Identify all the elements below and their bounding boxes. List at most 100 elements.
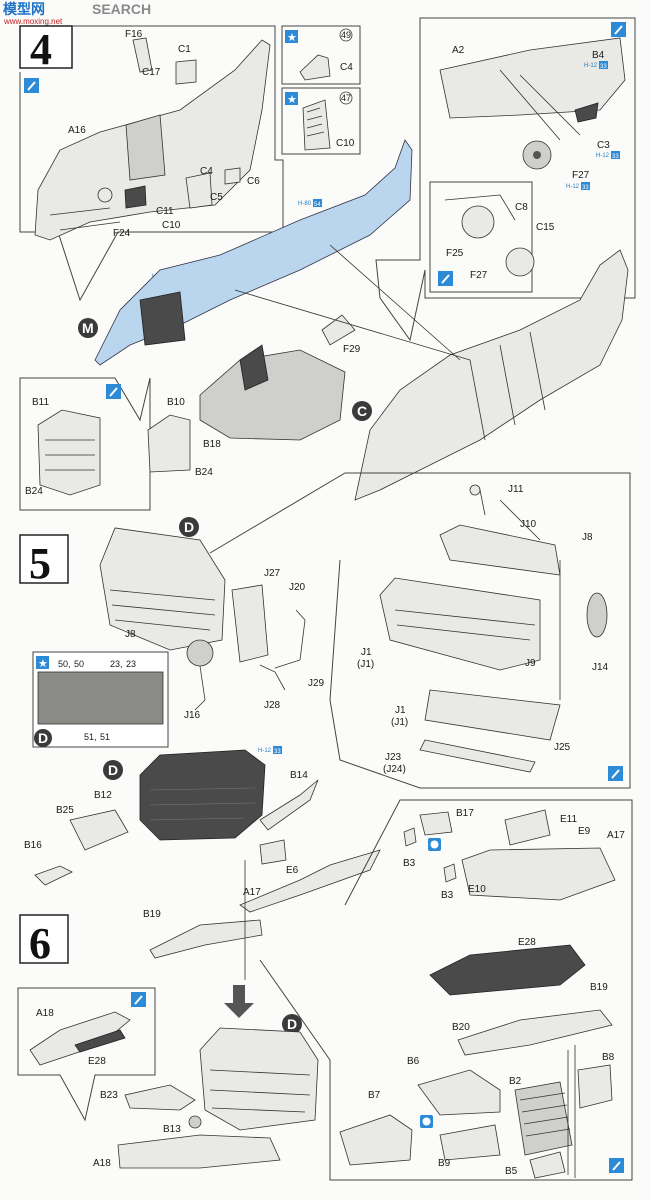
step-4: 4 ★ ★: [19, 17, 636, 511]
flap-b6: [417, 1069, 501, 1116]
svg-text:33: 33: [612, 154, 619, 160]
decal-code-50-b: 50: [74, 659, 84, 669]
flip-over-icon: [428, 838, 441, 851]
part-j16-pipe: [194, 665, 206, 711]
label-b18: B18: [203, 439, 221, 450]
label-b7: B7: [368, 1090, 381, 1101]
part-j11: [469, 484, 481, 496]
step-number: 6: [29, 919, 51, 968]
watermark-search: SEARCH: [92, 1, 151, 17]
part-j28: [259, 664, 286, 691]
decal-code-23-b: 23: [126, 659, 136, 669]
svg-text:33: 33: [600, 64, 607, 70]
paint-brush-icon: [438, 271, 453, 286]
callout-m-label: M: [82, 320, 94, 336]
detail-frame-tailwheel: [375, 17, 636, 342]
label-c4-main: C4: [200, 166, 213, 177]
label-e11: E11: [560, 814, 577, 825]
callout-d-label: D: [38, 730, 48, 746]
svg-text:★: ★: [287, 32, 297, 44]
step-6-box: [19, 914, 69, 964]
engine-assembled: [139, 749, 266, 841]
label-c3: C3: [597, 140, 610, 151]
label-c5: C5: [210, 192, 223, 203]
label-b17: B17: [456, 808, 474, 819]
color-ref-h12-33: H-12 33: [566, 182, 590, 191]
part-c10-detail: [306, 107, 325, 137]
part-e11: [504, 809, 551, 846]
label-c10: C10: [336, 138, 355, 149]
svg-text:,: ,: [94, 732, 97, 742]
watermark-site: www.moxing.net: [3, 17, 63, 26]
inset-frame-49: [281, 25, 361, 85]
callout-d-label: D: [287, 1016, 297, 1032]
engine-detail-lines: [149, 787, 256, 821]
svg-text:,: ,: [120, 659, 123, 669]
instrument-panel: [125, 114, 166, 181]
tail-struts: [499, 69, 581, 141]
callout-c-label: C: [357, 403, 367, 419]
part-c4-drawing: [299, 54, 331, 81]
label-b3-a: B3: [403, 858, 416, 869]
part-j16: [186, 639, 214, 667]
part-b17: [419, 811, 453, 836]
label-b19-right: B19: [590, 982, 608, 993]
label-b23: B23: [100, 1090, 118, 1101]
part-b20: [457, 1009, 613, 1056]
label-b19: B19: [143, 909, 161, 920]
step-4-box: [19, 25, 73, 69]
part-b19: [149, 919, 263, 959]
label-j24-paren: (J24): [383, 764, 406, 775]
label-b3-b: B3: [441, 890, 454, 901]
engine-block-j9: [379, 577, 541, 671]
decal-code-49: [339, 28, 353, 42]
radiator-fins: [45, 439, 95, 471]
gearbox-j27: [231, 584, 269, 663]
label-b11: B11: [32, 397, 49, 408]
svg-text:H-12: H-12: [258, 748, 272, 754]
step-5-box: [19, 534, 69, 584]
exhaust-a18-main: [117, 1134, 281, 1169]
color-ref-h12-33: H-12 33: [258, 746, 282, 755]
label-b5: B5: [505, 1166, 518, 1177]
label-j14: J14: [592, 662, 609, 673]
label-c15: C15: [536, 222, 555, 233]
callout-d: [103, 760, 123, 780]
label-b13: B13: [163, 1124, 181, 1135]
engine-installed: [199, 1027, 319, 1131]
part-b16: [34, 865, 73, 886]
arrow-down-icon: [224, 985, 254, 1018]
decal-code-51: 51: [84, 732, 94, 742]
label-b14: B14: [290, 770, 308, 781]
label-f27: F27: [572, 170, 590, 181]
part-b3: [403, 827, 417, 847]
label-j1-a-paren: (J1): [357, 659, 374, 670]
label-e6: E6: [286, 865, 299, 876]
decal-code-23: 23: [110, 659, 120, 669]
callout-d: [179, 517, 199, 537]
svg-text:33: 33: [582, 185, 589, 191]
svg-text:H-12: H-12: [596, 153, 610, 159]
paint-brush-icon: [106, 384, 121, 399]
decal-code-51-b: 51: [100, 732, 110, 742]
flip-over-icon: [420, 1115, 433, 1128]
star-icon: ★: [36, 656, 49, 670]
decal-code-47-label: 47: [341, 93, 351, 103]
label-j8-left: J8: [125, 629, 136, 640]
label-a18-inset: A18: [36, 1008, 54, 1019]
step-number: 4: [30, 25, 52, 74]
engine-detail-lines: [209, 1069, 311, 1113]
paint-brush-icon: [131, 992, 146, 1007]
radiator-b11: [37, 409, 101, 496]
cockpit-tub: [199, 349, 346, 441]
label-j27: J27: [264, 568, 281, 579]
label-f27-inset: F27: [470, 270, 488, 281]
label-j1-a: J1: [361, 647, 372, 658]
label-j8-right: J8: [582, 532, 593, 543]
svg-text:H-80: H-80: [298, 201, 312, 207]
exhaust-stacks-e28: [74, 1029, 126, 1053]
paint-brush-icon: [609, 1158, 624, 1173]
radiator-grille-b2: [514, 1081, 573, 1156]
part-f29: [321, 314, 356, 346]
decal-code-49-label: 49: [341, 30, 351, 40]
